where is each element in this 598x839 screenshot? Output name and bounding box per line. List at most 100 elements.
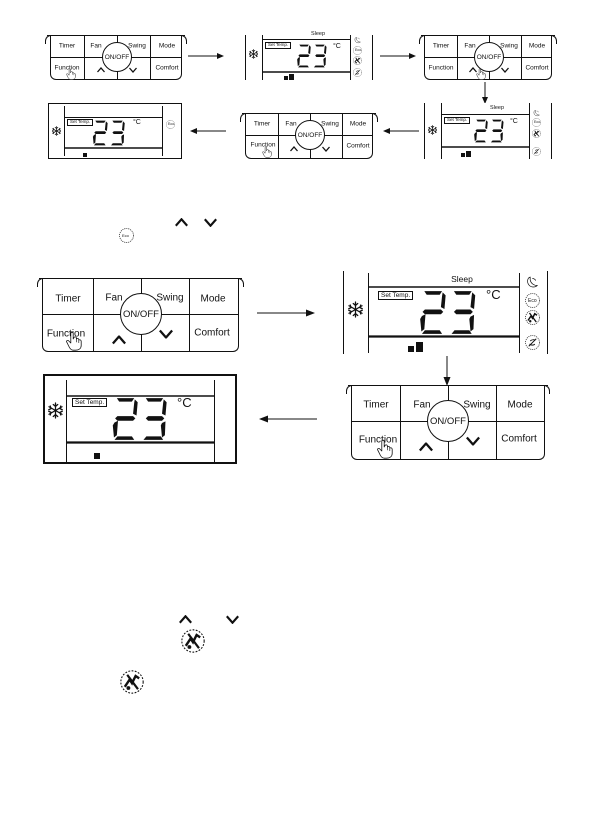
function-button[interactable]: Function xyxy=(358,434,398,446)
chevron-down-icon[interactable] xyxy=(466,436,480,446)
on-off-button[interactable]: ON/OFF xyxy=(474,42,504,72)
snowflake-icon xyxy=(48,402,63,419)
set-temp-label: Set Temp. xyxy=(72,398,108,408)
leaf-icon xyxy=(525,335,540,350)
sleep-label: Sleep xyxy=(489,105,505,111)
chevron-up-icon[interactable] xyxy=(290,146,298,152)
temperature-readout xyxy=(420,291,476,334)
on-off-button[interactable]: ON/OFF xyxy=(120,293,162,335)
fan-speed-bars xyxy=(461,151,471,157)
temperature-readout xyxy=(112,398,167,440)
arrow-right-icon xyxy=(257,309,315,317)
keypad-panel: Timer Fan Swing Mode Function Comfort ON… xyxy=(45,35,187,80)
anti-fungus-icon xyxy=(532,129,541,138)
fan-speed-bars xyxy=(94,453,100,459)
fan-button[interactable]: Fan xyxy=(90,42,102,50)
chevron-down-icon[interactable] xyxy=(159,329,173,339)
mode-button[interactable]: Mode xyxy=(158,42,176,50)
keypad-panel: Timer Fan Swing Mode Function Comfort ON… xyxy=(37,278,244,352)
chevron-down-icon[interactable] xyxy=(501,67,509,73)
keypad-panel: Timer Fan Swing Mode Function Comfort ON… xyxy=(240,113,378,159)
chevron-up-icon xyxy=(179,615,192,624)
degree-unit: °C xyxy=(486,287,501,302)
set-temp-label: Set Temp. xyxy=(378,291,414,301)
function-button[interactable]: Function xyxy=(54,64,80,72)
arrow-left-icon xyxy=(190,128,226,134)
on-off-label: ON/OFF xyxy=(476,53,502,61)
mode-button[interactable]: Mode xyxy=(200,293,226,305)
sleep-icon xyxy=(354,37,361,44)
fan-speed-bars xyxy=(284,74,294,80)
chevron-up-icon[interactable] xyxy=(112,335,126,345)
mode-button[interactable]: Mode xyxy=(507,399,533,411)
fan-button[interactable]: Fan xyxy=(105,292,123,304)
snowflake-icon xyxy=(52,126,61,136)
degree-unit: °C xyxy=(333,43,341,50)
on-off-label: ON/OFF xyxy=(123,308,159,320)
comfort-button[interactable]: Comfort xyxy=(155,64,179,72)
sleep-label: Sleep xyxy=(451,274,473,284)
timer-button[interactable]: Timer xyxy=(55,293,81,305)
arrow-right-icon xyxy=(380,53,416,59)
eco-label: Eco xyxy=(168,122,175,126)
set-temp-label: Set Temp. xyxy=(444,117,471,124)
eco-label: Eco xyxy=(528,298,537,304)
chevron-up-icon[interactable] xyxy=(419,442,433,452)
chevron-up-icon xyxy=(175,218,188,227)
mode-button[interactable]: Mode xyxy=(349,120,367,128)
timer-button[interactable]: Timer xyxy=(363,399,389,411)
lcd-display: Sleep Set Temp. °C Eco xyxy=(424,103,552,159)
on-off-label: ON/OFF xyxy=(430,415,466,427)
keypad-panel: Timer Fan Swing Mode Function Comfort ON… xyxy=(419,35,557,80)
sleep-label: Sleep xyxy=(310,31,326,37)
arrow-right-icon xyxy=(188,53,224,59)
function-button[interactable]: Function xyxy=(250,141,276,149)
swing-button[interactable]: Swing xyxy=(463,399,491,411)
comfort-button[interactable]: Comfort xyxy=(346,142,370,150)
fan-button[interactable]: Fan xyxy=(285,120,297,128)
anti-fungus-icon xyxy=(353,56,362,65)
swing-button[interactable]: Swing xyxy=(321,120,339,128)
hand-pointer-icon xyxy=(262,146,272,158)
hand-pointer-icon xyxy=(66,331,82,351)
arrow-left-icon xyxy=(259,415,317,423)
swing-button[interactable]: Swing xyxy=(156,292,184,304)
eco-label: Eco xyxy=(122,233,129,238)
timer-button[interactable]: Timer xyxy=(432,42,450,50)
lcd-display: Sleep Set Temp. °C Eco xyxy=(343,271,548,354)
leaf-icon xyxy=(353,68,362,77)
on-off-button[interactable]: ON/OFF xyxy=(427,400,469,442)
chevron-down-icon xyxy=(204,218,217,227)
anti-fungus-icon xyxy=(120,670,144,694)
fan-button[interactable]: Fan xyxy=(413,399,431,411)
snowflake-icon xyxy=(249,49,258,59)
chevron-up-icon[interactable] xyxy=(97,67,105,73)
sleep-icon xyxy=(527,276,538,288)
fan-speed-bars xyxy=(408,342,423,352)
hand-pointer-icon xyxy=(66,68,76,80)
on-off-button[interactable]: ON/OFF xyxy=(102,42,132,72)
mode-button[interactable]: Mode xyxy=(528,42,546,50)
timer-button[interactable]: Timer xyxy=(253,120,271,128)
arrow-down-icon xyxy=(443,356,451,386)
temperature-readout xyxy=(92,120,125,146)
temperature-readout xyxy=(474,119,504,143)
fan-button[interactable]: Fan xyxy=(464,42,476,50)
swing-button[interactable]: Swing xyxy=(500,42,518,50)
leaf-icon xyxy=(532,147,541,156)
on-off-button[interactable]: ON/OFF xyxy=(295,120,325,150)
chevron-down-icon[interactable] xyxy=(322,146,330,152)
swing-button[interactable]: Swing xyxy=(128,42,146,50)
chevron-down-icon xyxy=(226,615,239,624)
chevron-down-icon[interactable] xyxy=(129,67,137,73)
eco-label: Eco xyxy=(355,48,362,52)
lcd-display: Set Temp. °C Eco xyxy=(48,103,182,159)
function-button[interactable]: Function xyxy=(428,64,454,72)
comfort-button[interactable]: Comfort xyxy=(501,433,537,445)
on-off-label: ON/OFF xyxy=(297,131,323,139)
timer-button[interactable]: Timer xyxy=(58,42,76,50)
comfort-button[interactable]: Comfort xyxy=(525,64,549,72)
degree-unit: °C xyxy=(177,395,192,410)
function-button[interactable]: Function xyxy=(46,328,86,340)
comfort-button[interactable]: Comfort xyxy=(194,327,230,339)
